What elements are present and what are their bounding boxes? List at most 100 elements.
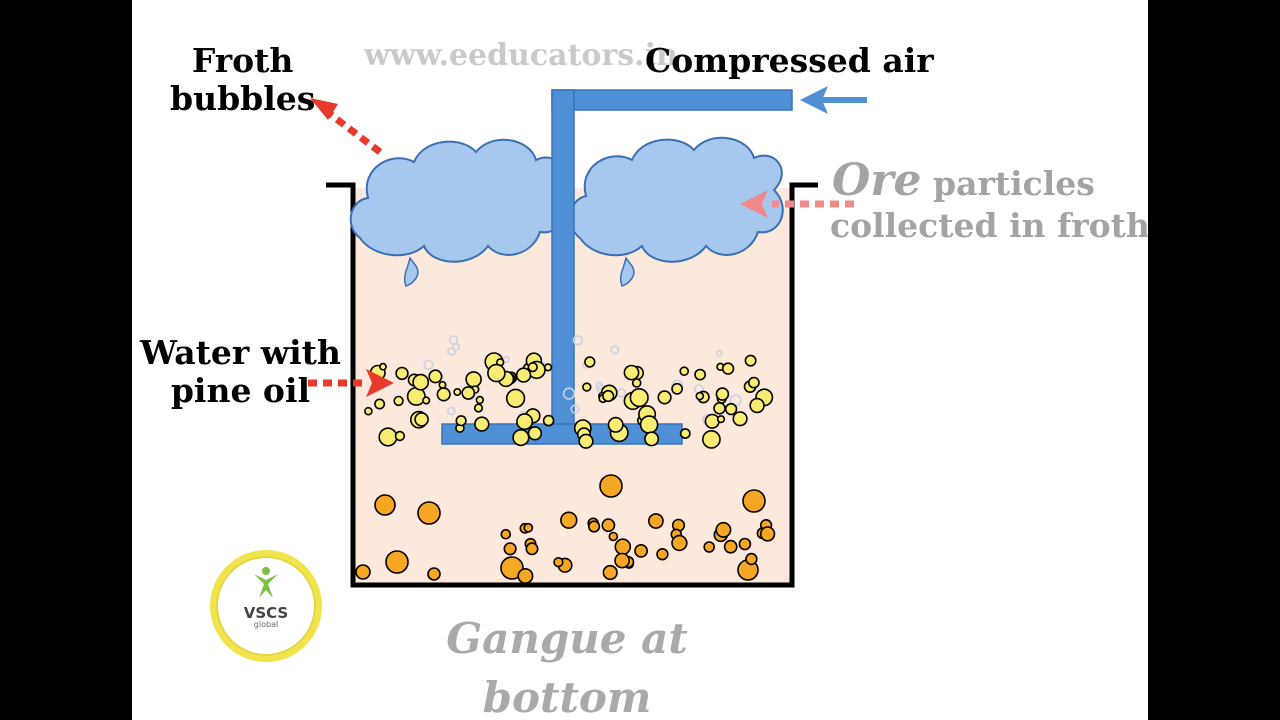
ore-particle (671, 382, 683, 395)
air-bubble (423, 359, 434, 370)
air-bubble (562, 387, 576, 400)
ore-particle (374, 398, 386, 410)
ore-particle (393, 395, 404, 407)
ore-particle (629, 388, 649, 408)
ore-particle (378, 427, 398, 447)
gangue-particle (738, 537, 752, 551)
ore-particle (436, 387, 451, 402)
gangue-particle (634, 544, 648, 558)
ore-particle (422, 396, 431, 405)
arrow-froth-bubbles (310, 98, 383, 155)
ore-particle (749, 397, 765, 414)
ore-particle (607, 416, 624, 433)
ore-particle (694, 368, 706, 381)
ore-particle (702, 429, 721, 449)
ore-particle (465, 371, 482, 388)
gangue-particle (614, 552, 630, 569)
ore-particle (487, 363, 506, 383)
label-ore-word: Ore (832, 155, 922, 206)
gangue-particle (517, 567, 534, 584)
label-water-line1: Water with (140, 333, 341, 372)
gangue-particle (703, 541, 716, 553)
ore-particle (527, 426, 543, 441)
label-ore-rest: particles (921, 164, 1095, 203)
ore-particle (582, 382, 592, 392)
froth-cloud-left (349, 138, 566, 263)
air-bubble (451, 342, 460, 352)
gangue-particle (500, 528, 512, 540)
gangue-particle (715, 521, 732, 538)
ore-particle (412, 373, 430, 391)
label-froth-line2: bubbles (170, 78, 316, 118)
gangue-particle (374, 494, 396, 516)
ore-particle (679, 366, 690, 377)
ore-particle (455, 415, 467, 427)
label-water-pine-oil: Water with pine oil (140, 334, 341, 410)
ore-particle (602, 389, 615, 403)
air-bubble (572, 335, 584, 346)
ore-particle (428, 369, 443, 384)
air-bubble (595, 381, 604, 390)
gangue-particle (500, 556, 524, 580)
label-compressed-air: Compressed air (645, 41, 934, 80)
ore-particle (724, 402, 738, 416)
person-icon (254, 567, 278, 598)
ore-particle (584, 356, 596, 368)
ore-particle (631, 378, 642, 388)
label-ore-particles: Ore particles collected in froth (830, 155, 1148, 245)
logo-subtext: global (253, 620, 279, 629)
label-water-line2: pine oil (170, 370, 311, 410)
ore-particles (364, 352, 774, 449)
ore-particle (474, 416, 490, 432)
logo-text: VSCS (243, 604, 289, 622)
ore-particle (473, 403, 484, 413)
froth-drip-left (403, 256, 419, 287)
ore-particle (453, 387, 462, 396)
gangue-particle (355, 564, 371, 580)
air-bubble (570, 404, 580, 414)
gangue-particle (588, 520, 601, 533)
ore-particle (515, 367, 532, 383)
air-bubble (446, 406, 456, 416)
ore-particle (394, 430, 406, 442)
gangue-particle (523, 522, 534, 533)
label-ore-line2: collected in froth (830, 205, 1148, 245)
ore-particle (364, 406, 373, 416)
ore-particle (644, 431, 660, 447)
ore-particle (713, 401, 726, 415)
ore-particle (512, 429, 530, 447)
froth-cloud-right (568, 136, 784, 263)
ore-particle (657, 390, 672, 405)
gangue-particle (745, 552, 758, 566)
tank (326, 182, 818, 588)
gangue-particle (742, 489, 766, 513)
gangue-particle (656, 547, 669, 561)
vscs-logo: VSCS global (210, 550, 322, 662)
gangue-particle (671, 534, 688, 552)
ore-particle (748, 376, 760, 389)
ore-particle (716, 415, 726, 424)
gangue-particle (648, 513, 664, 529)
gangue-particle (599, 474, 623, 498)
gangue-particle (602, 564, 618, 581)
gangue-particle (417, 501, 441, 525)
gangue-particle (427, 567, 441, 581)
ore-particle (639, 415, 659, 434)
gangue-particle (614, 538, 632, 556)
ore-particle (542, 414, 555, 427)
gangue-particle (723, 539, 738, 554)
gangue-particle (759, 526, 776, 542)
ore-particle (395, 366, 409, 381)
label-gangue-line2: bottom (482, 672, 652, 720)
ore-particle (438, 380, 447, 389)
gangue-particle (601, 518, 616, 533)
arrow-water-pine-oil (308, 369, 394, 397)
ore-particle (527, 362, 538, 373)
ore-particle (414, 412, 429, 427)
gangue-particle (525, 542, 539, 556)
arrow-ore-particles (740, 190, 854, 218)
ore-particle (744, 354, 757, 367)
air-bubble (610, 345, 620, 355)
ore-particle (721, 362, 735, 375)
gangue-particle (503, 542, 517, 556)
